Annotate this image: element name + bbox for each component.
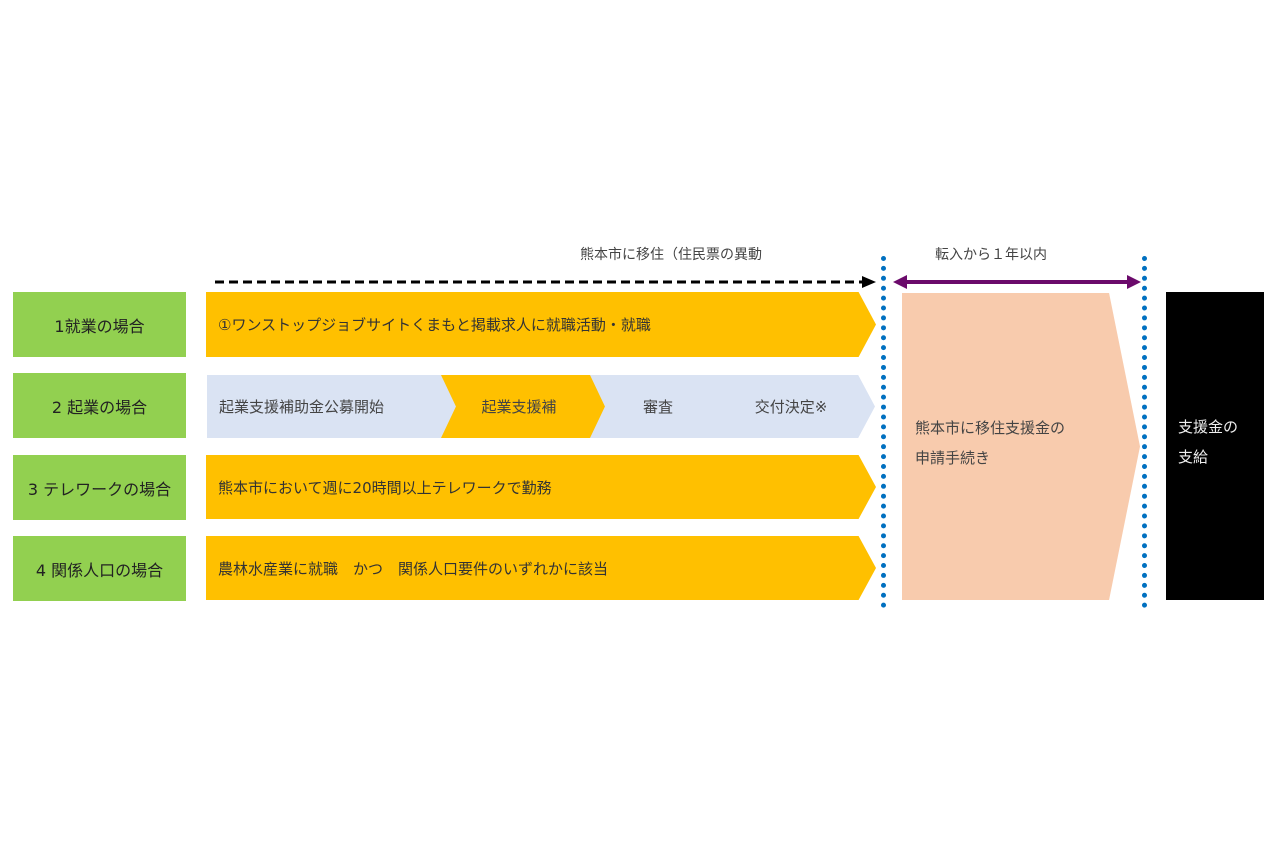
payment-line-1: 支援金の bbox=[1178, 418, 1239, 436]
payment-step: 支援金の 支給 bbox=[1166, 292, 1264, 600]
period-label: 転入から１年以内 bbox=[935, 247, 1047, 263]
step-grant-decision: 交付決定※ bbox=[707, 375, 875, 438]
step-label: 起業支援補助金公募開始 bbox=[219, 398, 385, 416]
relocation-dashed-arrow bbox=[215, 276, 876, 288]
relocation-label: 熊本市に移住（住民票の異動 bbox=[580, 247, 762, 263]
case-4-label: 4 関係人口の場合 bbox=[13, 536, 186, 601]
step-label: 交付決定※ bbox=[754, 398, 828, 416]
case-2-label: 2 起業の場合 bbox=[13, 373, 186, 438]
case-1-label: 1就業の場合 bbox=[13, 292, 186, 357]
start-dotted-line bbox=[881, 256, 886, 608]
step-label: 起業支援補 bbox=[481, 398, 557, 416]
case-1-description: ①ワンストップジョブサイトくまもと掲載求人に就職活動・就職 bbox=[218, 316, 651, 334]
case-3-arrow: 熊本市において週に20時間以上テレワークで勤務 bbox=[206, 455, 876, 519]
application-line-1: 熊本市に移住支援金の bbox=[915, 419, 1066, 437]
case-3-label: 3 テレワークの場合 bbox=[13, 455, 186, 520]
step-startup-support: 起業支援補 bbox=[441, 375, 607, 438]
case-1-arrow: ①ワンストップジョブサイトくまもと掲載求人に就職活動・就職 bbox=[206, 292, 876, 357]
case-4-arrow: 農林水産業に就職 かつ 関係人口要件のいずれかに該当 bbox=[206, 536, 876, 600]
step-review: 審査 bbox=[590, 375, 726, 438]
step-public-offering: 起業支援補助金公募開始 bbox=[207, 375, 457, 438]
end-dotted-line bbox=[1142, 256, 1147, 608]
period-double-arrow bbox=[893, 275, 1141, 289]
application-line-2: 申請手続き bbox=[915, 449, 991, 467]
payment-line-2: 支給 bbox=[1178, 448, 1209, 466]
case-4-description: 農林水産業に就職 かつ 関係人口要件のいずれかに該当 bbox=[218, 559, 609, 578]
case-3-description: 熊本市において週に20時間以上テレワークで勤務 bbox=[218, 478, 552, 497]
step-label: 審査 bbox=[642, 398, 673, 416]
application-step: 熊本市に移住支援金の 申請手続き bbox=[902, 293, 1140, 600]
